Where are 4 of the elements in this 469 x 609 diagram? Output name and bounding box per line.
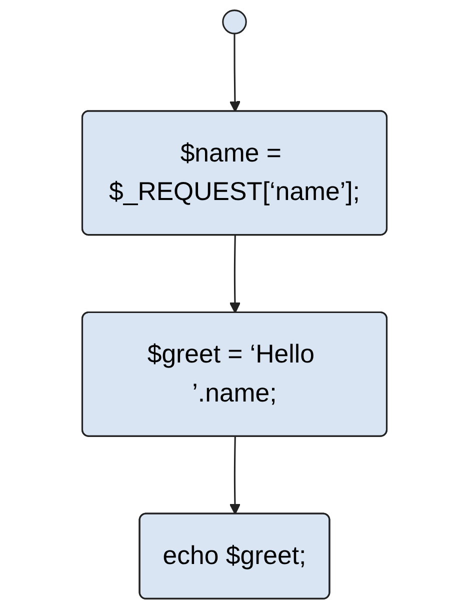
node-circle <box>222 10 247 34</box>
arrow <box>229 436 241 515</box>
arrow <box>229 235 241 314</box>
arrow <box>229 34 241 112</box>
